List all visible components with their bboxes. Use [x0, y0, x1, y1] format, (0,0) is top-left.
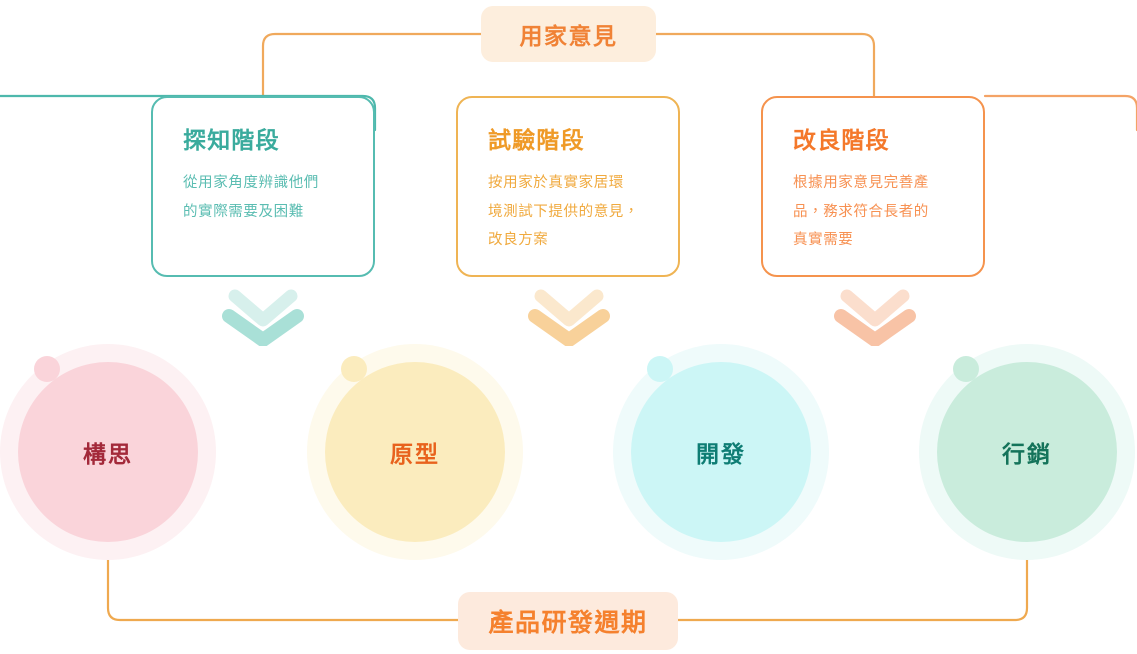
stage-card-body-line: 品，務求符合長者的	[793, 203, 929, 220]
chevron-down-icon	[834, 289, 916, 346]
chevron-stroke-bottom	[834, 309, 916, 346]
chevron-stroke-top	[534, 289, 604, 327]
stage-card-body-line: 真實需要	[793, 231, 854, 248]
node-core	[937, 356, 1117, 542]
chevron-down-icon	[222, 289, 304, 346]
product-cycle-label: 產品研發週期	[458, 592, 678, 650]
node-core	[18, 356, 198, 542]
stage-card-title: 試驗階段	[488, 127, 585, 153]
stage-card-title: 探知階段	[183, 127, 280, 153]
stage-card-body-line: 根據用家意見完善產	[793, 175, 929, 192]
stage-card-body: 按用家於真實家居環 境測試下提供的意見， 改良方案	[488, 169, 652, 254]
stage-card-body-line: 按用家於真實家居環	[488, 175, 624, 192]
chevron-stroke-bottom	[222, 309, 304, 346]
chevron-stroke-bottom	[528, 309, 610, 346]
cycle-node-marketing[interactable]: 行銷	[919, 344, 1135, 560]
chevron-down-icon	[528, 289, 610, 346]
stage-card-testing[interactable]: 試驗階段 按用家於真實家居環 境測試下提供的意見， 改良方案	[456, 96, 680, 277]
cycle-node-label: 開發	[696, 441, 746, 467]
stage-card-body-line: 從用家角度辨識他們	[183, 175, 319, 192]
cycle-node-ideation[interactable]: 構思	[0, 344, 216, 560]
user-feedback-label: 用家意見	[481, 6, 656, 62]
stage-card-body-line: 的實際需要及困難	[183, 203, 304, 220]
wire-top-left	[261, 32, 483, 98]
stage-card-body: 根據用家意見完善產 品，務求符合長者的 真實需要	[793, 169, 957, 254]
cycle-node-prototype[interactable]: 原型	[307, 344, 523, 560]
stage-card-body-line: 境測試下提供的意見，	[488, 203, 639, 220]
chevron-stroke-top	[840, 289, 910, 327]
wire-orange-rail	[983, 94, 1137, 132]
wire-top-right	[654, 32, 876, 98]
cycle-node-label: 行銷	[1002, 441, 1052, 467]
wire-bottom-right	[676, 554, 1029, 622]
stage-card-body: 從用家角度辨識他們 的實際需要及困難	[183, 169, 347, 226]
stage-card-refinement[interactable]: 改良階段 根據用家意見完善產 品，務求符合長者的 真實需要	[761, 96, 985, 277]
cycle-node-label: 原型	[390, 441, 440, 467]
stage-card-discovery[interactable]: 探知階段 從用家角度辨識他們 的實際需要及困難	[151, 96, 375, 277]
wire-bottom-left	[106, 554, 460, 622]
stage-card-body-line: 改良方案	[488, 231, 549, 248]
cycle-node-development[interactable]: 開發	[613, 344, 829, 560]
chevron-stroke-top	[228, 289, 298, 327]
node-core	[631, 356, 811, 542]
stage-card-title: 改良階段	[793, 127, 890, 153]
node-core	[325, 356, 505, 542]
cycle-node-label: 構思	[83, 441, 133, 467]
